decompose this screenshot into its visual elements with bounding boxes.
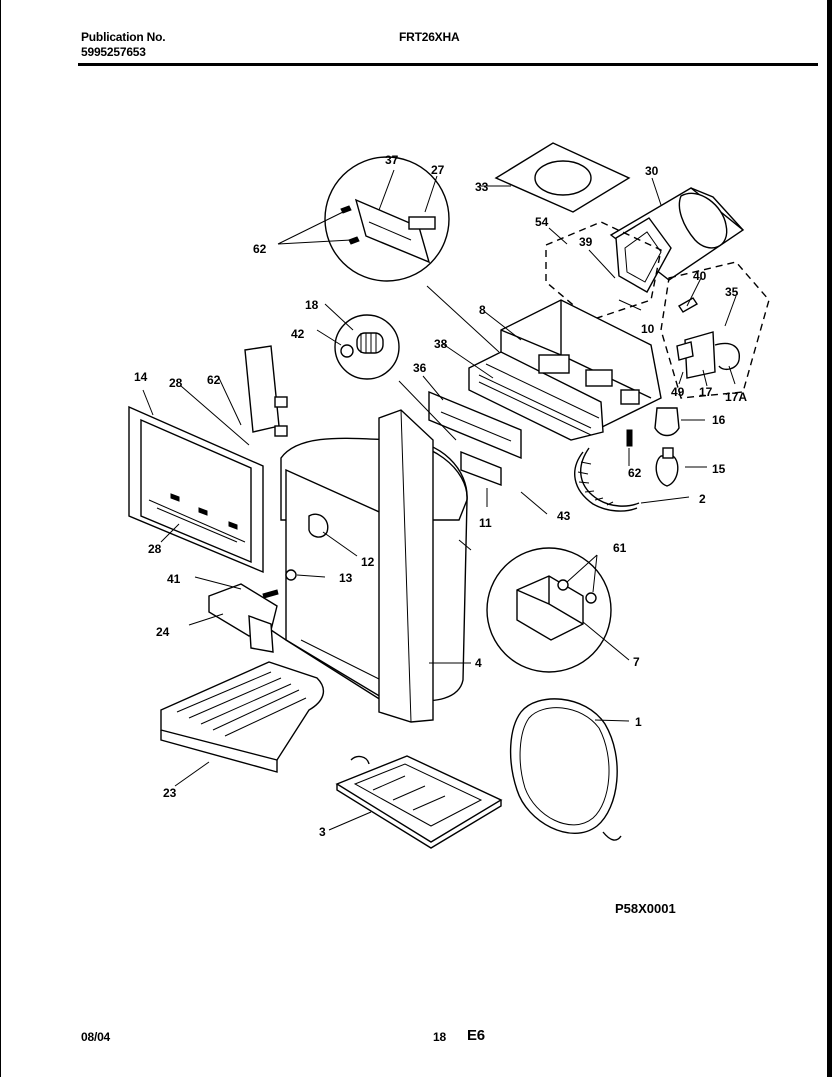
part-drip-tray	[160, 661, 325, 773]
detail-circle-spring	[334, 314, 400, 380]
callout-23: 23	[163, 786, 177, 800]
callout-62-top: 62	[253, 242, 267, 256]
callout-11: 11	[479, 516, 492, 530]
callout-4: 4	[475, 656, 482, 670]
part-wire-harness	[574, 447, 640, 512]
callout-43: 43	[557, 509, 571, 523]
callout-37: 37	[385, 153, 399, 167]
callout-39: 39	[579, 235, 593, 249]
callout-17: 17	[699, 385, 713, 399]
callout-28-top: 28	[169, 376, 183, 390]
callout-16: 16	[712, 413, 726, 427]
part-gasket-ring	[509, 698, 622, 841]
callout-30: 30	[645, 164, 659, 178]
callout-10: 10	[641, 322, 655, 336]
publication-label: Publication No.	[81, 30, 166, 44]
callout-54: 54	[535, 215, 549, 229]
publication-number: 5995257653	[81, 45, 146, 59]
callout-17a: 17A	[725, 390, 747, 404]
callout-27: 27	[431, 163, 445, 177]
callout-62-left: 62	[207, 373, 221, 387]
callout-12: 12	[361, 555, 375, 569]
part-mounting-plate	[494, 142, 631, 213]
callout-1: 1	[635, 715, 642, 729]
footer-date: 08/04	[81, 1030, 111, 1044]
callout-35: 35	[725, 285, 739, 299]
footer-page: 18	[433, 1030, 446, 1044]
callout-61: 61	[613, 541, 627, 555]
part-vertical-strip	[244, 345, 288, 437]
part-dispenser-cover	[128, 405, 264, 574]
callout-8: 8	[479, 303, 486, 317]
part-switch-assembly	[676, 297, 740, 379]
callout-13: 13	[339, 571, 353, 585]
callout-labels: 1 2 3 4 7 8 10 11 12 13 14 15 16 17 17A …	[134, 153, 747, 839]
detail-circle-microswitch	[486, 547, 612, 673]
callout-7: 7	[633, 655, 640, 669]
figure-code: P58X0001	[615, 901, 676, 916]
callout-38: 38	[434, 337, 448, 351]
part-dispenser-cabinet	[270, 409, 468, 723]
callout-24: 24	[156, 625, 170, 639]
part-panel	[428, 390, 522, 487]
callout-2: 2	[699, 492, 706, 506]
callout-62-right: 62	[628, 466, 642, 480]
callout-3: 3	[319, 825, 326, 839]
callout-40: 40	[693, 269, 707, 283]
model-number: FRT26XHA	[399, 30, 460, 44]
part-dispenser-housing	[468, 299, 662, 441]
callout-18: 18	[305, 298, 319, 312]
callout-14: 14	[134, 370, 148, 384]
callout-36: 36	[413, 361, 427, 375]
leader-lines	[142, 169, 737, 831]
callout-49: 49	[671, 385, 685, 399]
detail-circle-bracket	[324, 156, 450, 282]
part-lamp-socket	[626, 407, 680, 487]
callout-33: 33	[475, 180, 489, 194]
callout-28-bottom: 28	[148, 542, 162, 556]
part-duct-gasket	[609, 187, 745, 293]
callout-42: 42	[291, 327, 305, 341]
footer-section: E6	[467, 1027, 485, 1044]
callout-41: 41	[167, 572, 181, 586]
part-heater-pad	[335, 755, 503, 849]
callout-15: 15	[712, 462, 726, 476]
header-rule	[78, 63, 818, 66]
part-actuator-paddle	[208, 569, 297, 653]
